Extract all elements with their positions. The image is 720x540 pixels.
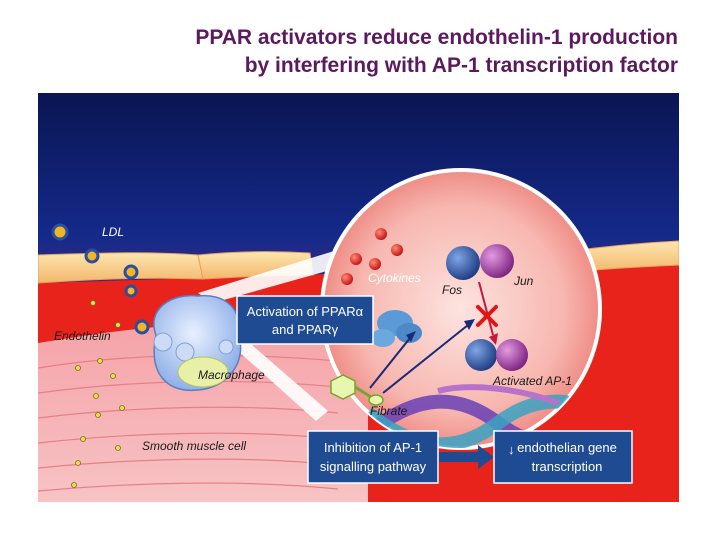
- fos-protein: [446, 246, 480, 280]
- jun-protein: [480, 244, 514, 278]
- gene-box-down-arrow: ↓: [508, 442, 515, 457]
- ap1-fos: [465, 339, 497, 371]
- fibrate-label: Fibrate: [370, 404, 408, 418]
- ppar-box-line2: and PPARγ: [272, 322, 339, 337]
- endothelin-dots: [71, 300, 125, 488]
- ppar-activation-box: Activation of PPARα and PPARγ: [236, 295, 374, 345]
- gene-transcription-box: ↓ endothelian gene transcription: [493, 430, 633, 484]
- cytokines-label: Cytokines: [368, 271, 421, 285]
- fibrate-to-ppar-arrow: [369, 337, 411, 389]
- smooth-muscle-layer: [38, 322, 368, 502]
- activated-ap1-label: Activated AP-1: [492, 374, 572, 388]
- ppar-diagram: Cytokines Fos Jun Activated AP-1 Fibrate…: [38, 93, 679, 502]
- slide-title-line1: PPAR activators reduce endothelin-1 prod…: [195, 26, 678, 49]
- inhibit-box-line1: Inhibition of AP-1: [324, 440, 422, 455]
- ap1-inhibition-box: Inhibition of AP-1 signalling pathway: [307, 430, 439, 484]
- endothelin-label: Endothelin: [54, 329, 111, 343]
- ppar-box-line1: Activation of PPARα: [247, 304, 364, 319]
- ppar-to-ap1-arrow: [382, 324, 469, 394]
- smooth-muscle-label: Smooth muscle cell: [142, 439, 246, 453]
- inhibition-result-arrow: [439, 445, 494, 469]
- gene-box-line2: transcription: [532, 459, 603, 474]
- macrophage-label: Macrophage: [198, 368, 265, 382]
- ldl-particles: [51, 223, 150, 335]
- ppar-receptor: [371, 310, 422, 347]
- ap1-jun: [496, 339, 528, 371]
- gene-box-line1: endothelian gene: [517, 440, 617, 455]
- inhibit-box-line2: signalling pathway: [320, 459, 427, 474]
- jun-label: Jun: [513, 274, 534, 288]
- slide-title-line2: by interfering with AP-1 transcription f…: [244, 54, 678, 77]
- zoom-beam-top: [198, 251, 334, 303]
- inhibition-x-mark: [476, 305, 498, 327]
- fos-label: Fos: [442, 283, 462, 297]
- cytokines-cluster: [341, 228, 403, 285]
- zoom-circle: [324, 172, 598, 446]
- fos-jun-arrow: [478, 281, 494, 336]
- fibrate-molecule: [330, 374, 384, 406]
- ldl-label: LDL: [102, 225, 124, 239]
